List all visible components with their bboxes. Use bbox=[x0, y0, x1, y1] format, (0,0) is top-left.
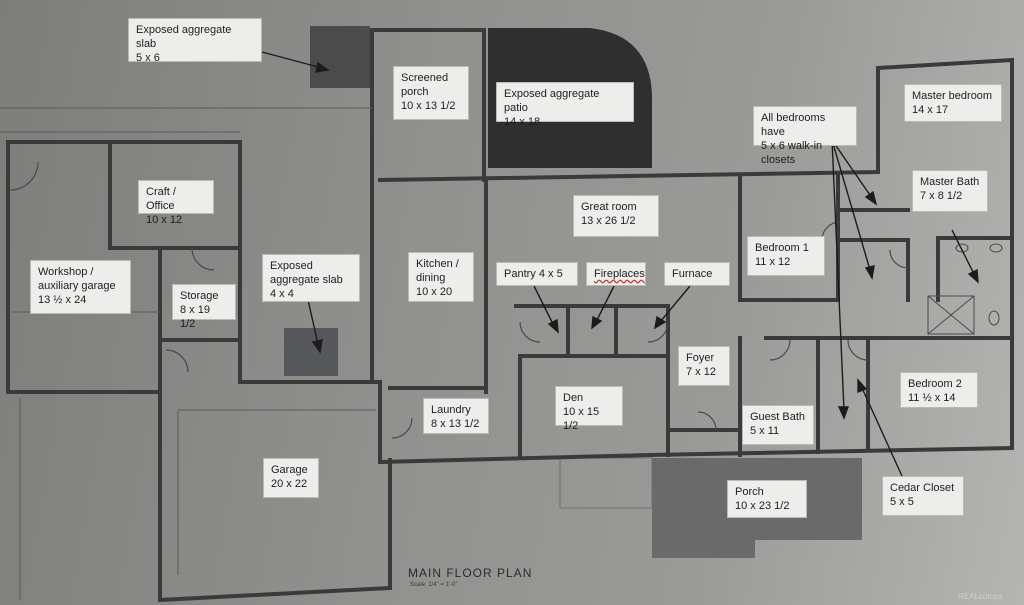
dimension-lines bbox=[0, 107, 376, 600]
scale-note: Scale: 1/4" = 1'-0" bbox=[410, 582, 458, 588]
exposed-aggregate-slab-top bbox=[310, 26, 370, 88]
annotation-arrows bbox=[261, 51, 979, 477]
label-pantry: Pantry 4 x 5 bbox=[496, 262, 578, 286]
watermark: REALcomps bbox=[958, 592, 1003, 601]
exposed-aggregate-slab-mid bbox=[284, 328, 338, 376]
plan-title: MAIN FLOOR PLAN bbox=[408, 566, 533, 580]
porch-step bbox=[559, 457, 653, 509]
bath-fixtures bbox=[927, 243, 1003, 335]
walls bbox=[6, 28, 1015, 603]
label-fireplaces: Fireplaces bbox=[586, 262, 646, 286]
label-furnace: Furnace bbox=[664, 262, 730, 286]
